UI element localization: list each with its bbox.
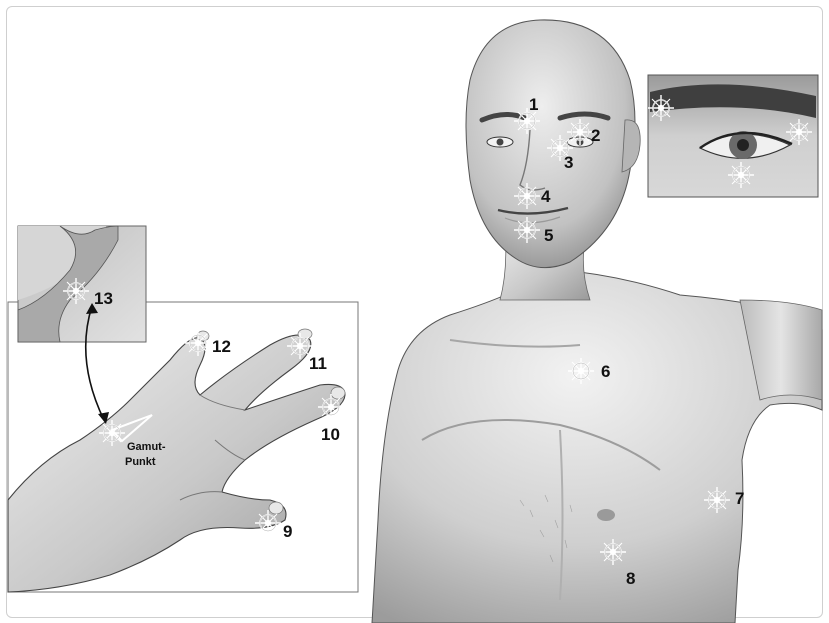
label-point-3: 3 (564, 153, 573, 172)
gamut-label-line2: Punkt (125, 456, 156, 468)
label-point-7: 7 (735, 489, 744, 508)
label-point-8: 8 (626, 569, 635, 588)
torso (372, 270, 822, 623)
label-point-13: 13 (94, 289, 113, 308)
label-point-6: 6 (601, 362, 610, 381)
label-point-10: 10 (321, 425, 340, 444)
label-point-2: 2 (591, 126, 600, 145)
label-point-11: 11 (309, 354, 327, 373)
label-point-12: 12 (212, 337, 231, 356)
gamut-label-line1: Gamut- (127, 441, 166, 453)
label-point-1: 1 (529, 95, 538, 114)
label-point-5: 5 (544, 226, 553, 245)
label-point-4: 4 (541, 187, 551, 206)
point-13-inset (18, 226, 146, 342)
head-and-neck (466, 20, 640, 300)
label-point-9: 9 (283, 522, 292, 541)
